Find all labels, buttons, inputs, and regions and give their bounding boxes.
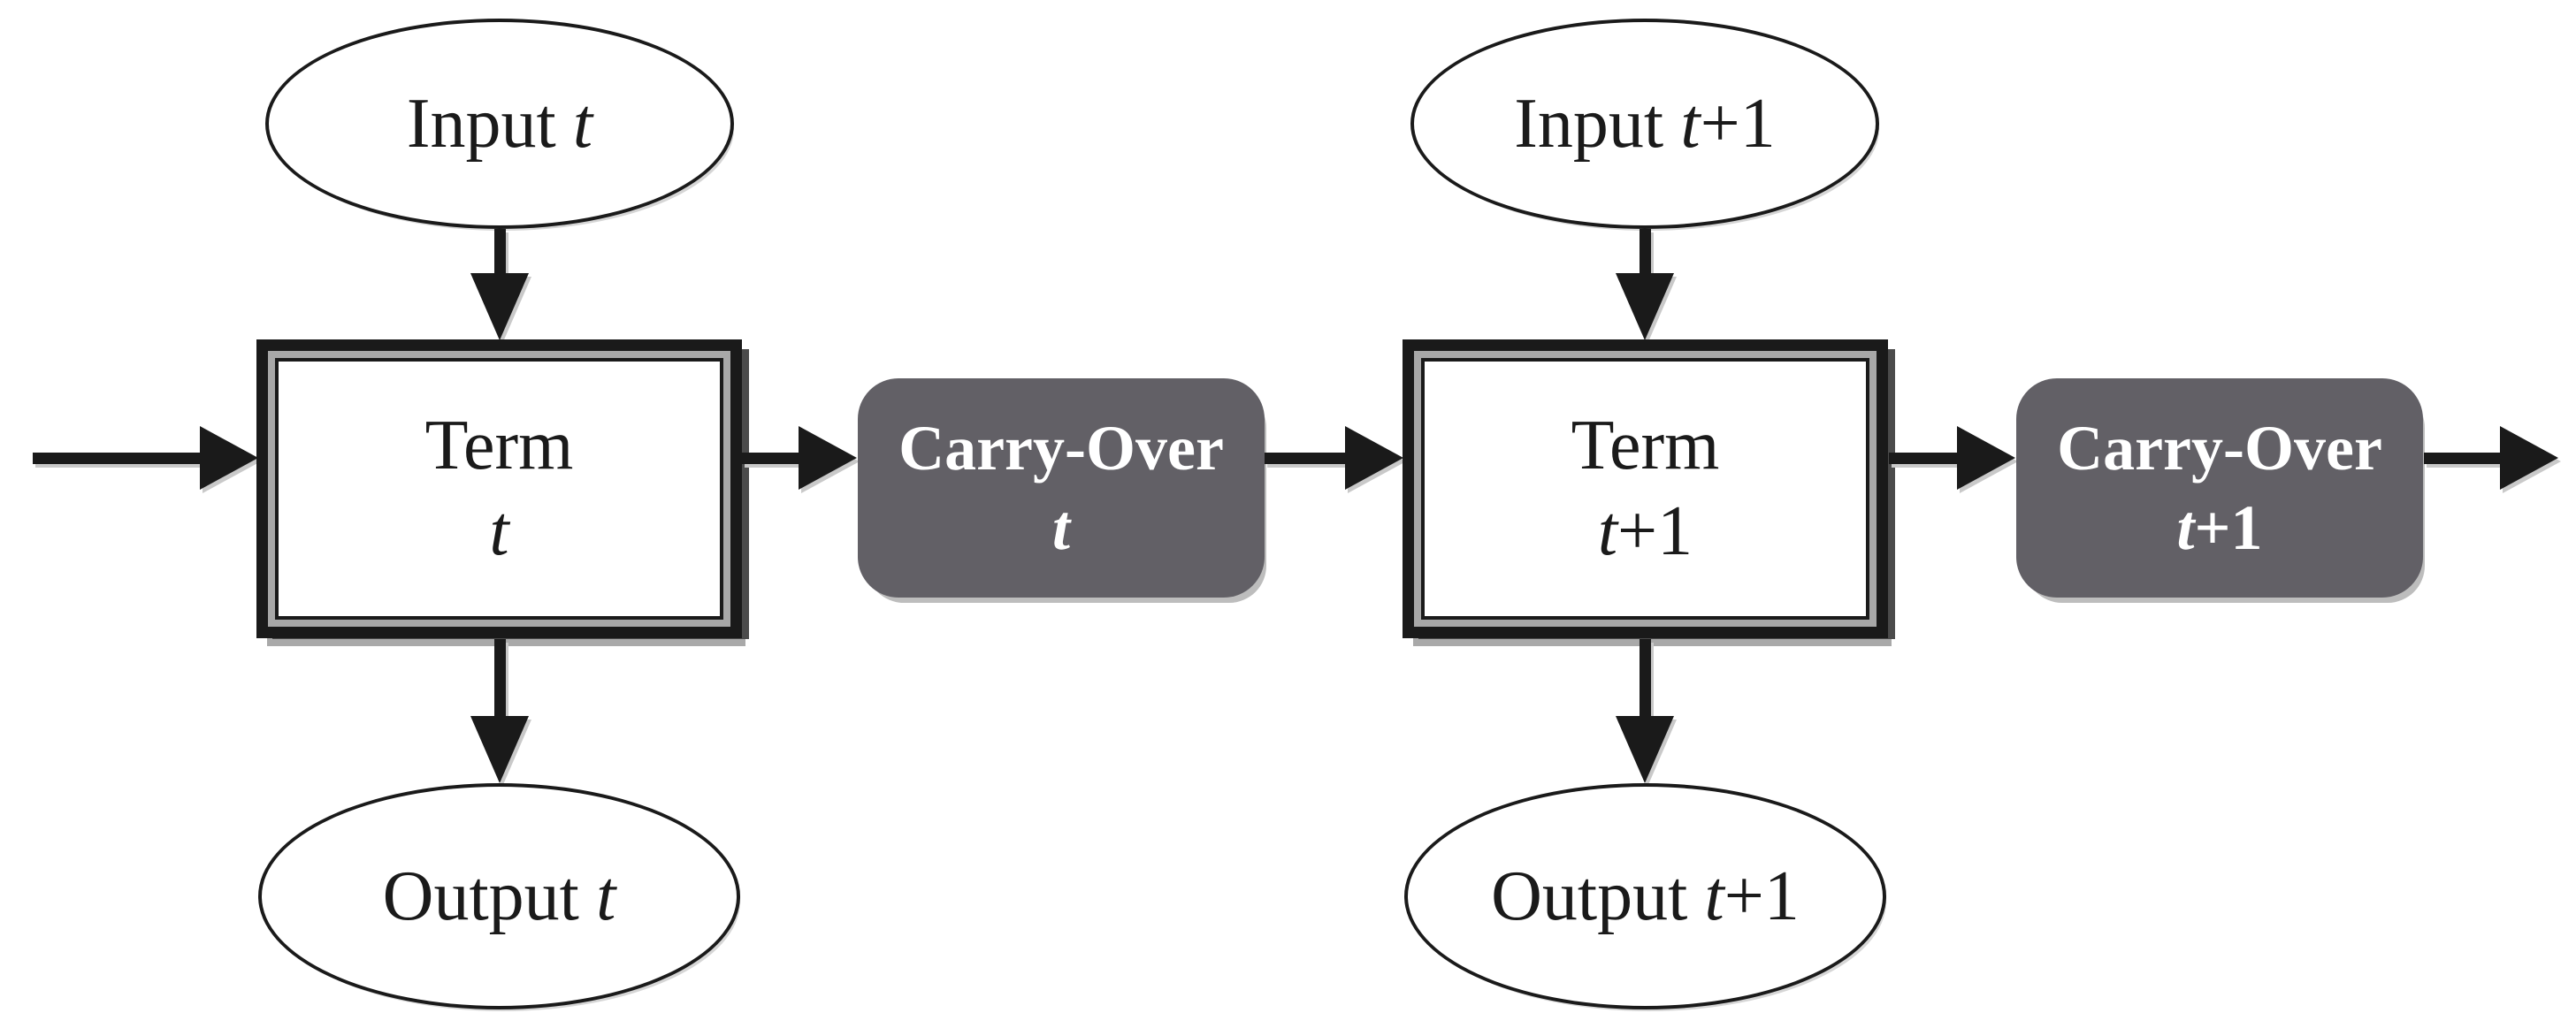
arrowhead-right-icon [200,426,258,490]
arrowhead-right-icon [1957,426,2015,490]
arrow-into-term-t [33,426,258,490]
carry-over-t1-box: Carry-Over t+1 [2016,378,2423,598]
arrowhead-right-icon [2500,426,2558,490]
carry-over-t-label: Carry-Over [898,413,1224,484]
arrow-shaft [33,452,200,464]
term-t1-box-inner: Term t+1 [1421,358,1869,620]
arrowhead-down-icon [470,273,529,340]
arrow-term-t-to-output-t [470,639,529,783]
arrow-shaft [1265,452,1345,464]
term-t1-subscript: t+1 [1597,492,1693,570]
arrow-out-of-carry-over-t1 [2424,426,2558,490]
term-t1-box: Term t+1 [1403,339,1888,638]
term-t-label: Term [424,407,574,484]
arrow-input-t1-to-term-t1 [1616,229,1674,340]
term-t-box: Term t [256,339,742,638]
arrow-shaft [1639,229,1651,278]
arrowhead-right-icon [799,426,857,490]
arrow-carry-over-t-to-term-t1 [1265,426,1403,490]
arrow-shaft [2424,452,2500,464]
arrow-shaft [1889,452,1957,464]
term-t1-label: Term [1571,407,1720,484]
arrow-term-t1-to-output-t1 [1616,639,1674,783]
arrow-shaft [1639,639,1651,721]
arrow-input-t-to-term-t [470,229,529,340]
carry-over-t1-label: Carry-Over [2057,413,2382,484]
arrowhead-down-icon [470,716,529,783]
term-t-subscript: t [489,492,509,570]
carry-over-t-box: Carry-Over t [858,378,1265,598]
arrowhead-down-icon [1616,716,1674,783]
arrow-term-t-to-carry-over-t [742,426,857,490]
arrow-shaft [493,639,506,721]
term-t-box-inner: Term t [275,358,723,620]
arrowhead-down-icon [1616,273,1674,340]
carry-over-t-subscript: t [1051,492,1070,563]
carry-over-t1-subscript: t+1 [2176,492,2263,563]
arrowhead-right-icon [1345,426,1403,490]
arrow-shaft [742,452,799,464]
arrow-term-t1-to-carry-over-t1 [1889,426,2015,490]
arrow-shaft [493,229,506,278]
